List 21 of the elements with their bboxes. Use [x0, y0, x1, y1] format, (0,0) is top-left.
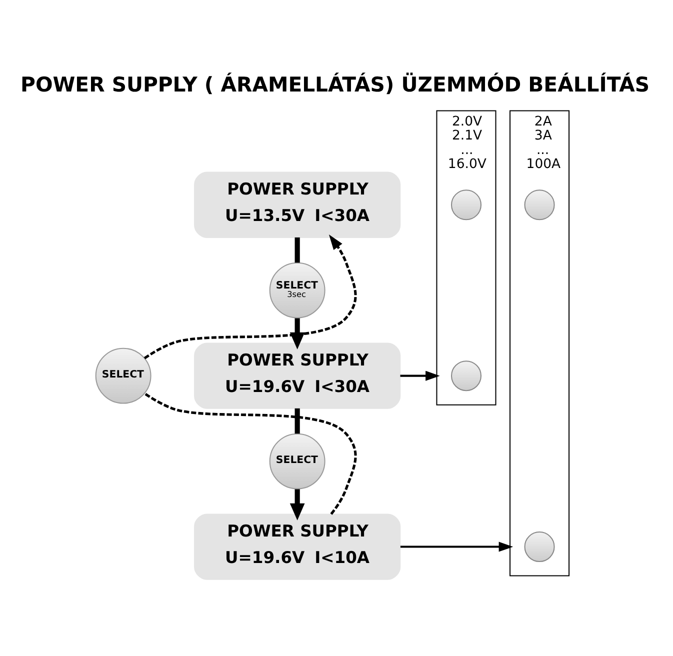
connector — [294, 408, 300, 434]
node-circle: SELECT 3sec — [269, 262, 326, 318]
node-circle — [524, 190, 555, 220]
arrow — [400, 370, 440, 381]
connector — [294, 237, 300, 263]
node-box: POWER SUPPLY U=19.6V I<30A — [194, 342, 401, 409]
arrow — [144, 234, 357, 360]
node-box: POWER SUPPLY U=19.6V I<10A — [194, 514, 401, 580]
diagram-title: POWER SUPPLY ( ÁRAMELLÁTÁS) ÜZEMMÓD BEÁLLÍTÁS — [20, 72, 650, 96]
cluster: 2.0V 2.1V ... 16.0V — [436, 110, 496, 406]
node-circle: SELECT — [269, 433, 326, 490]
node-circle — [524, 532, 555, 562]
node-box: POWER SUPPLY U=13.5V I<30A — [194, 172, 401, 238]
node-circle — [450, 360, 482, 392]
arrow — [290, 318, 305, 350]
connector — [144, 392, 357, 515]
arrow — [400, 542, 514, 552]
cluster: 2A 3A ... 100A — [510, 110, 570, 576]
node-circle: SELECT — [95, 348, 152, 404]
arrow — [290, 489, 305, 520]
node-circle — [450, 190, 482, 220]
